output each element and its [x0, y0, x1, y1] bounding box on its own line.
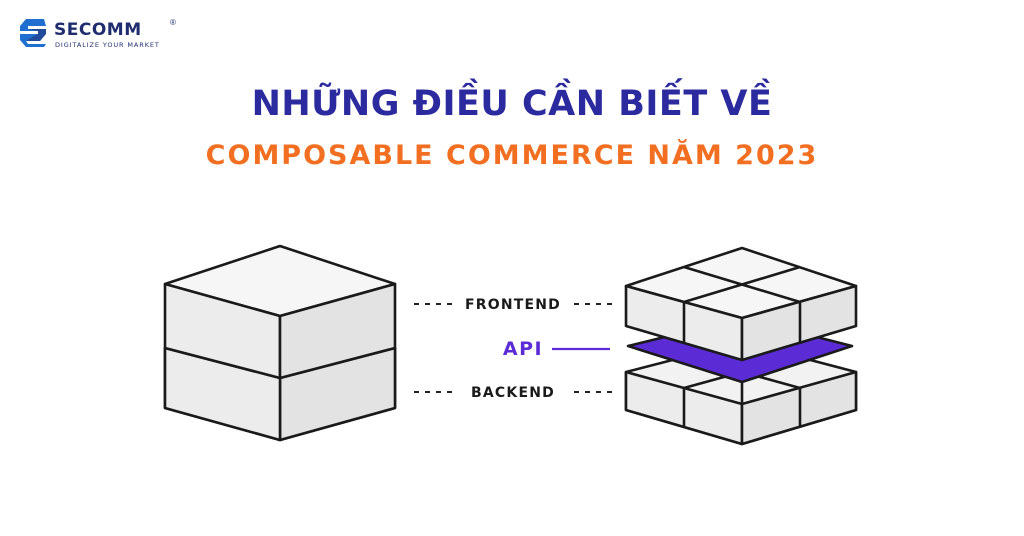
api-label: API — [503, 338, 543, 360]
page-title-line-1: NHỮNG ĐIỀU CẦN BIẾT VỀ — [251, 84, 773, 124]
composable-backend-modules — [624, 340, 858, 446]
frontend-connector: FRONTEND — [414, 297, 612, 313]
page-title-line-2: COMPOSABLE COMMERCE NĂM 2023 — [205, 140, 819, 171]
brand-logo: SECOMM ® DIGITALIZE YOUR MARKET — [18, 14, 178, 54]
composable-frontend-modules — [624, 246, 858, 362]
secomm-logo-icon — [20, 19, 46, 47]
backend-connector: BACKEND — [414, 385, 612, 401]
backend-label: BACKEND — [471, 385, 555, 401]
monolith-frontend-block — [163, 244, 397, 380]
api-connector: API — [503, 338, 610, 360]
frontend-label: FRONTEND — [465, 297, 561, 313]
registered-mark: ® — [170, 18, 176, 27]
brand-name: SECOMM — [54, 20, 142, 40]
brand-tagline: DIGITALIZE YOUR MARKET — [55, 41, 160, 49]
